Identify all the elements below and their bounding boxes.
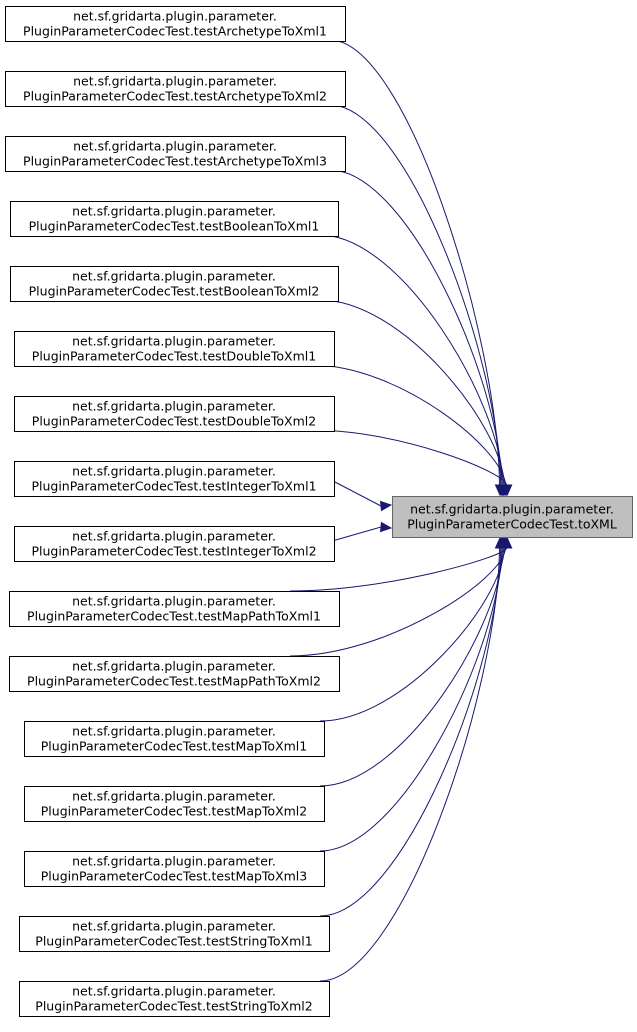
caller-node-testarchetypetoxml2-method-label: PluginParameterCodecTest.testArchetypeTo… (23, 89, 327, 104)
caller-node-testbooleantoxml1-method-label: PluginParameterCodecTest.testBooleanToXm… (29, 219, 320, 234)
edge-caller-node-teststringtoxml1 (319, 547, 502, 917)
caller-node-testarchetypetoxml2[interactable]: net.sf.gridarta.plugin.parameter.PluginP… (5, 71, 346, 107)
caller-node-testmaptoxml2-box (24, 786, 325, 822)
caller-node-testmappathtoxml2[interactable]: net.sf.gridarta.plugin.parameter.PluginP… (9, 656, 340, 692)
caller-node-testbooleantoxml2-method-label: PluginParameterCodecTest.testBooleanToXm… (29, 284, 320, 299)
edge-caller-node-testmaptoxml3 (319, 547, 503, 852)
caller-node-testmaptoxml1-package-label: net.sf.gridarta.plugin.parameter. (72, 724, 276, 739)
arrowhead-icon (379, 521, 393, 533)
arrowhead-icon (501, 484, 513, 497)
caller-node-testmappathtoxml2-box (9, 656, 340, 692)
caller-node-testarchetypetoxml2-package-label: net.sf.gridarta.plugin.parameter. (73, 74, 277, 89)
caller-node-teststringtoxml1-method-label: PluginParameterCodecTest.testStringToXml… (35, 934, 312, 949)
caller-node-testdoubletoxml1[interactable]: net.sf.gridarta.plugin.parameter.PluginP… (14, 331, 335, 367)
caller-node-teststringtoxml1-box (19, 916, 330, 952)
edge-caller-node-testintegertoxml2 (333, 526, 382, 541)
arrowhead-icon (379, 500, 393, 512)
caller-node-testmaptoxml3-package-label: net.sf.gridarta.plugin.parameter. (72, 854, 276, 869)
caller-node-testmaptoxml2[interactable]: net.sf.gridarta.plugin.parameter.PluginP… (24, 786, 325, 822)
nodes-layer: net.sf.gridarta.plugin.parameter.PluginP… (5, 6, 633, 1017)
edge-caller-node-teststringtoxml2 (319, 547, 500, 982)
caller-node-testbooleantoxml2-package-label: net.sf.gridarta.plugin.parameter. (72, 269, 276, 284)
caller-node-testarchetypetoxml3[interactable]: net.sf.gridarta.plugin.parameter.PluginP… (5, 136, 346, 172)
arrowhead-icon (494, 536, 506, 549)
caller-node-testarchetypetoxml3-box (5, 136, 346, 172)
caller-node-testintegertoxml1-package-label: net.sf.gridarta.plugin.parameter. (72, 464, 276, 479)
caller-node-testintegertoxml2-method-label: PluginParameterCodecTest.testIntegerToXm… (31, 544, 316, 559)
caller-node-testmappathtoxml1-method-label: PluginParameterCodecTest.testMapPathToXm… (27, 609, 321, 624)
caller-node-testmaptoxml3-box (24, 851, 325, 887)
caller-node-testbooleantoxml2-box (10, 266, 339, 302)
caller-node-teststringtoxml1[interactable]: net.sf.gridarta.plugin.parameter.PluginP… (19, 916, 330, 952)
caller-node-testmaptoxml3[interactable]: net.sf.gridarta.plugin.parameter.PluginP… (24, 851, 325, 887)
edge-caller-node-testdoubletoxml2 (311, 429, 508, 486)
edge-caller-node-testarchetypetoxml2 (329, 104, 502, 486)
caller-node-testarchetypetoxml1-box (5, 6, 346, 42)
caller-node-testarchetypetoxml3-package-label: net.sf.gridarta.plugin.parameter. (73, 139, 277, 154)
edges-layer (289, 39, 513, 982)
target-node-toxml[interactable]: net.sf.gridarta.plugin.parameter.PluginP… (392, 496, 633, 538)
caller-node-teststringtoxml2-package-label: net.sf.gridarta.plugin.parameter. (72, 984, 276, 999)
caller-node-testarchetypetoxml1[interactable]: net.sf.gridarta.plugin.parameter.PluginP… (5, 6, 346, 42)
caller-node-testdoubletoxml2-method-label: PluginParameterCodecTest.testDoubleToXml… (32, 414, 316, 429)
edge-caller-node-testdoubletoxml1 (311, 364, 506, 486)
caller-node-testmappathtoxml1-package-label: net.sf.gridarta.plugin.parameter. (72, 594, 276, 609)
caller-node-testarchetypetoxml3-method-label: PluginParameterCodecTest.testArchetypeTo… (23, 154, 327, 169)
caller-node-testmaptoxml2-package-label: net.sf.gridarta.plugin.parameter. (72, 789, 276, 804)
caller-node-testmaptoxml1[interactable]: net.sf.gridarta.plugin.parameter.PluginP… (24, 721, 325, 757)
caller-node-testarchetypetoxml2-box (5, 71, 346, 107)
caller-node-testintegertoxml1-method-label: PluginParameterCodecTest.testIntegerToXm… (31, 479, 316, 494)
edge-caller-node-testmaptoxml2 (319, 547, 504, 787)
edge-caller-node-testbooleantoxml2 (319, 299, 505, 486)
caller-node-testintegertoxml2-box (14, 526, 335, 562)
caller-node-testmappathtoxml2-package-label: net.sf.gridarta.plugin.parameter. (72, 659, 276, 674)
caller-node-teststringtoxml2-box (19, 981, 330, 1017)
edge-caller-node-testarchetypetoxml3 (329, 169, 503, 486)
caller-node-testmaptoxml2-method-label: PluginParameterCodecTest.testMapToXml2 (41, 804, 307, 819)
caller-node-testmaptoxml1-box (24, 721, 325, 757)
caller-node-teststringtoxml2[interactable]: net.sf.gridarta.plugin.parameter.PluginP… (19, 981, 330, 1017)
caller-node-teststringtoxml1-package-label: net.sf.gridarta.plugin.parameter. (72, 919, 276, 934)
caller-node-testmaptoxml3-method-label: PluginParameterCodecTest.testMapToXml3 (41, 869, 307, 884)
caller-node-testbooleantoxml1-box (10, 201, 339, 237)
caller-node-testintegertoxml2-package-label: net.sf.gridarta.plugin.parameter. (72, 529, 276, 544)
caller-node-testintegertoxml2[interactable]: net.sf.gridarta.plugin.parameter.PluginP… (14, 526, 335, 562)
caller-node-testintegertoxml1[interactable]: net.sf.gridarta.plugin.parameter.PluginP… (14, 461, 335, 497)
edge-caller-node-testarchetypetoxml1 (329, 39, 500, 486)
caller-node-testmappathtoxml1[interactable]: net.sf.gridarta.plugin.parameter.PluginP… (9, 591, 340, 627)
caller-node-testmappathtoxml1-box (9, 591, 340, 627)
target-node-toxml-method-label: PluginParameterCodecTest.toXML (407, 517, 617, 532)
target-node-toxml-box (392, 496, 633, 538)
caller-node-testdoubletoxml1-box (14, 331, 335, 367)
caller-node-testmappathtoxml2-method-label: PluginParameterCodecTest.testMapPathToXm… (27, 674, 321, 689)
caller-node-testarchetypetoxml1-method-label: PluginParameterCodecTest.testArchetypeTo… (23, 24, 327, 39)
caller-node-testdoubletoxml2-box (14, 396, 335, 432)
target-node-toxml-package-label: net.sf.gridarta.plugin.parameter. (410, 502, 614, 517)
caller-node-testarchetypetoxml1-package-label: net.sf.gridarta.plugin.parameter. (73, 9, 277, 24)
caller-node-testintegertoxml1-box (14, 461, 335, 497)
edge-caller-node-testbooleantoxml1 (319, 234, 504, 486)
caller-node-testbooleantoxml2[interactable]: net.sf.gridarta.plugin.parameter.PluginP… (10, 266, 339, 302)
caller-node-testbooleantoxml1-package-label: net.sf.gridarta.plugin.parameter. (72, 204, 276, 219)
caller-node-testbooleantoxml1[interactable]: net.sf.gridarta.plugin.parameter.PluginP… (10, 201, 339, 237)
edge-caller-node-testintegertoxml1 (333, 481, 382, 507)
caller-node-testdoubletoxml1-method-label: PluginParameterCodecTest.testDoubleToXml… (32, 349, 316, 364)
caller-node-testdoubletoxml2[interactable]: net.sf.gridarta.plugin.parameter.PluginP… (14, 396, 335, 432)
caller-node-teststringtoxml2-method-label: PluginParameterCodecTest.testStringToXml… (35, 999, 312, 1014)
caller-node-testmaptoxml1-method-label: PluginParameterCodecTest.testMapToXml1 (41, 739, 307, 754)
edge-caller-node-testmaptoxml1 (319, 547, 505, 722)
caller-node-testdoubletoxml1-package-label: net.sf.gridarta.plugin.parameter. (72, 334, 276, 349)
caller-node-testdoubletoxml2-package-label: net.sf.gridarta.plugin.parameter. (72, 399, 276, 414)
